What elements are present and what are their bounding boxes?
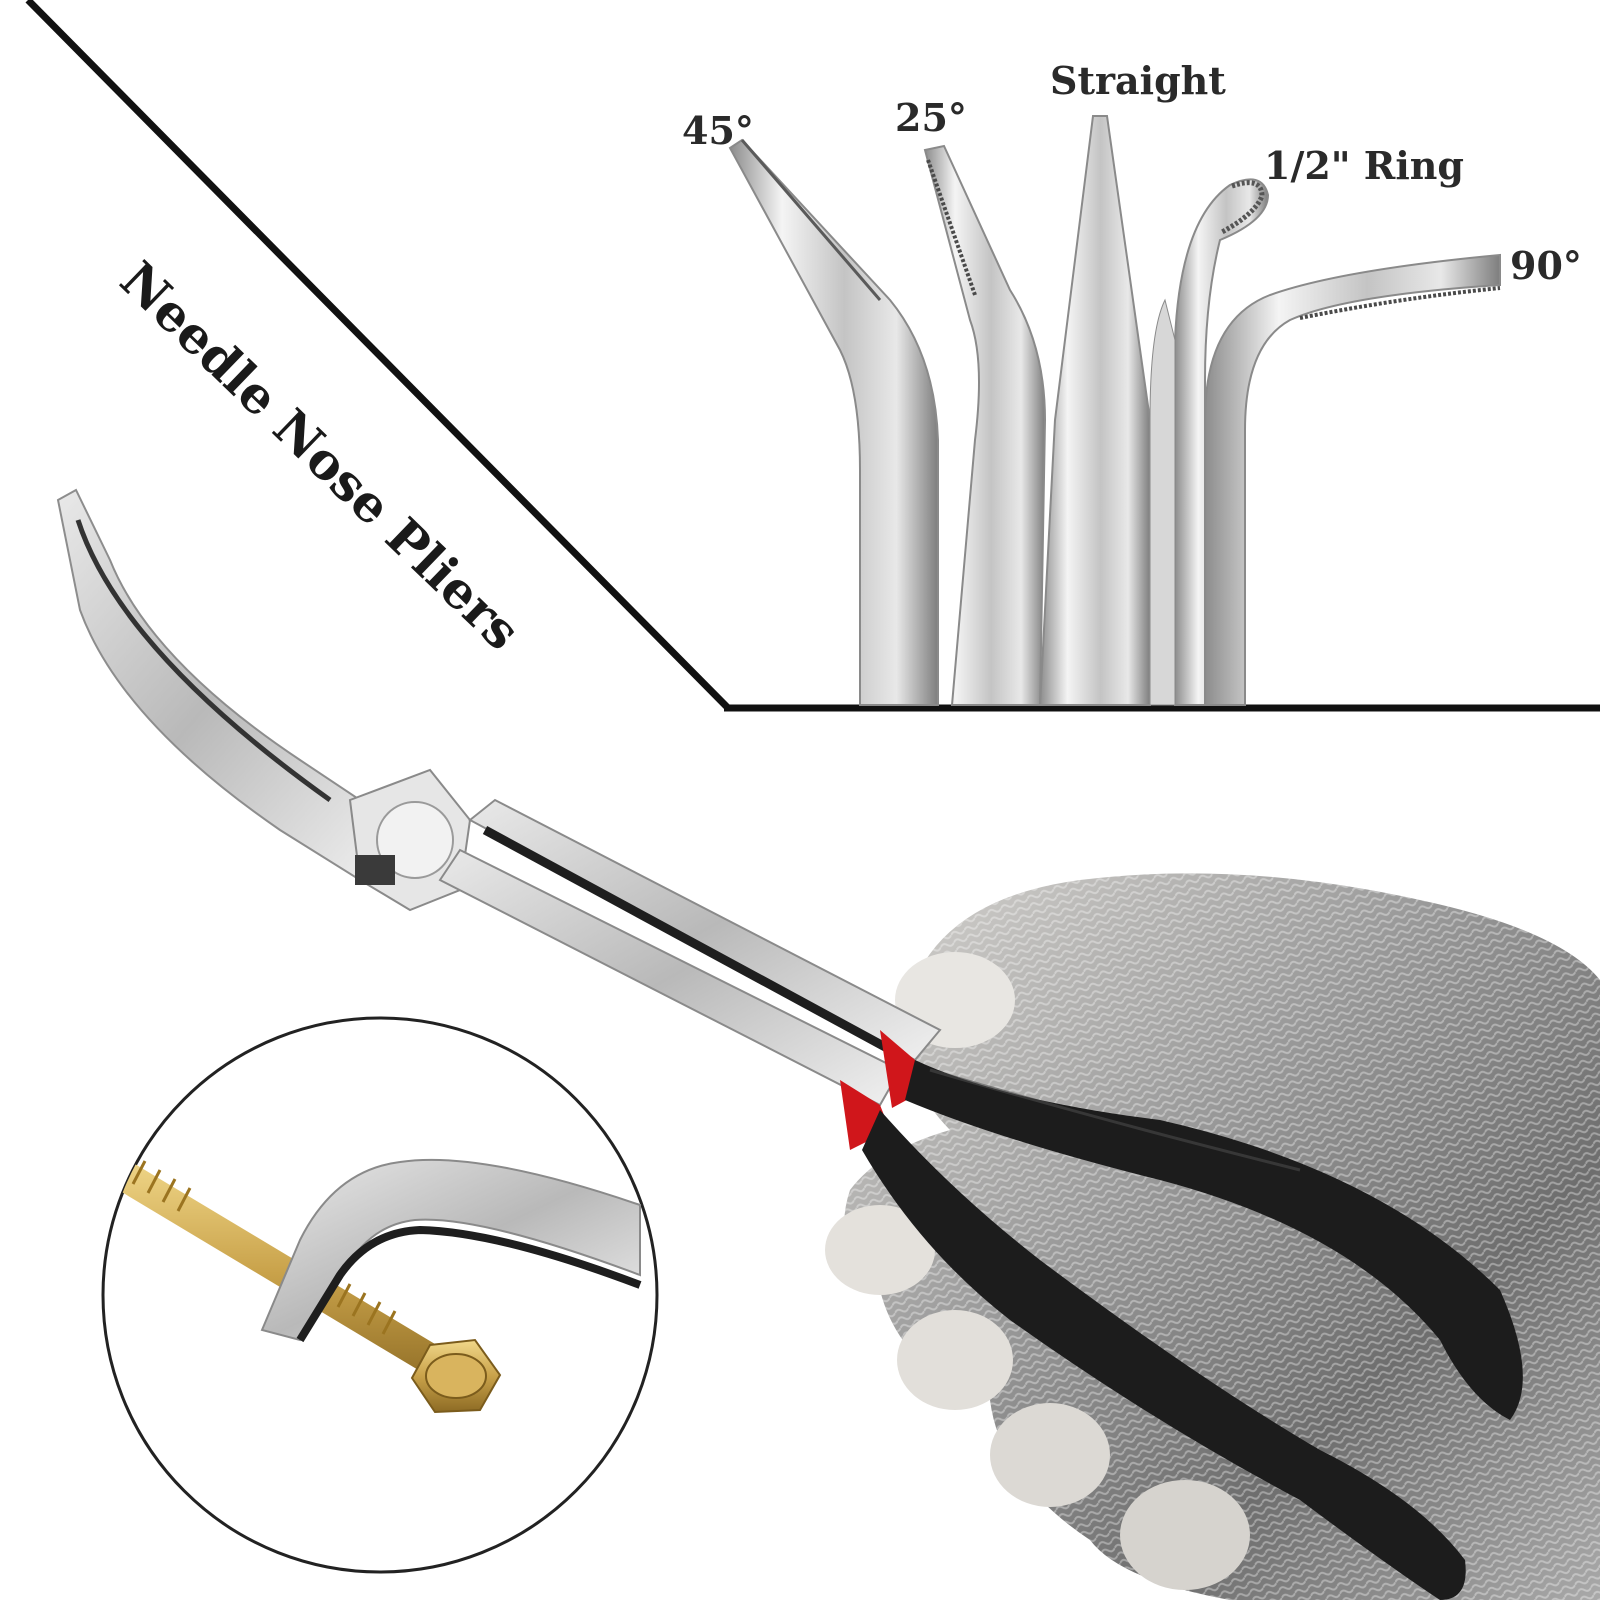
label-straight: Straight (1050, 58, 1226, 103)
label-half-inch-ring: 1/2" Ring (1264, 143, 1465, 188)
divider-lines (25, 0, 1600, 712)
label-45-degree: 45° (682, 108, 754, 153)
tip-25-degree (923, 144, 1047, 706)
tip-half-inch-ring (1149, 178, 1270, 706)
detail-inset (101, 1016, 659, 1574)
label-90-degree: 90° (1510, 243, 1582, 288)
tip-straight (1038, 115, 1151, 706)
main-pliers (56, 488, 1523, 1600)
tip-45-degree (728, 138, 939, 706)
tip-90-degree (1204, 253, 1501, 706)
gloved-hand (825, 873, 1600, 1600)
label-25-degree: 25° (895, 95, 967, 140)
